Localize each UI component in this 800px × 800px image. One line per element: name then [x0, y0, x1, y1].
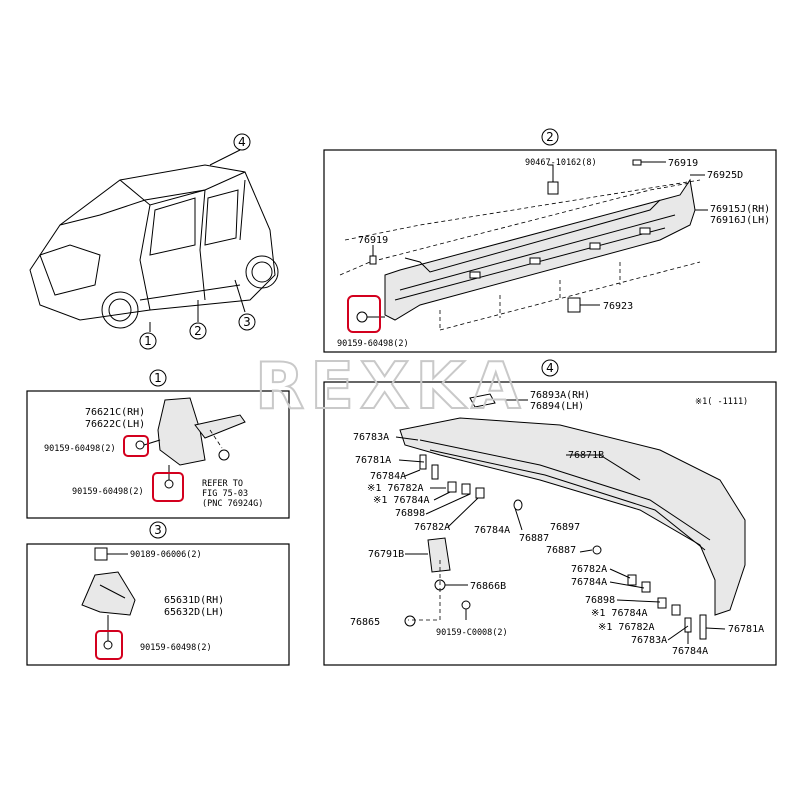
label-76783a-top: 76783A — [353, 432, 389, 443]
label-76919-left: 76919 — [358, 235, 388, 246]
watermark: REXKA — [255, 350, 526, 424]
label-76893a: 76893A(RH) — [530, 390, 590, 401]
svg-text:4: 4 — [238, 135, 246, 149]
callout-2-vehicle[interactable]: 2 — [189, 322, 207, 340]
highlight-screw-p1a — [123, 435, 149, 457]
highlight-screw-p1b — [152, 472, 184, 502]
label-90159-p3: 90159-60498(2) — [140, 643, 212, 653]
rear-spoiler — [399, 417, 746, 616]
label-76791b: 76791B — [368, 549, 404, 560]
label-76782a-note2: ※1 76782A — [598, 622, 655, 633]
screw-90159-p1a — [135, 439, 161, 450]
label-76781a-left: 76781A — [355, 455, 391, 466]
label-76866b: 76866B — [470, 581, 506, 592]
leaders-panel4 — [395, 399, 726, 644]
label-76887-a: 76887 — [519, 533, 549, 544]
callout-1-panel[interactable]: 1 — [149, 369, 167, 387]
label-90467-10162: 90467-10162(8) — [525, 158, 597, 168]
label-76784a-note1: ※1 76784A — [373, 495, 430, 506]
label-76784a-note2: ※1 76784A — [591, 608, 648, 619]
svg-text:4: 4 — [546, 361, 554, 375]
label-90159-panel2: 90159-60498(2) — [337, 339, 409, 349]
label-76784a-2: 76784A — [474, 525, 510, 536]
label-76887-b: 76887 — [546, 545, 576, 556]
label-90159-p1b: 90159-60498(2) — [72, 487, 144, 497]
refer-text-line2: FIG 75-03 — [202, 489, 248, 499]
label-76925d: 76925D — [707, 170, 743, 181]
label-76898-right: 76898 — [585, 595, 615, 606]
label-76784a-1: 76784A — [370, 471, 406, 482]
callout-3-vehicle[interactable]: 3 — [238, 313, 256, 331]
note-1111: ※1( -1111) — [695, 397, 748, 407]
pad-76887-a — [513, 499, 523, 511]
label-76897: 76897 — [550, 522, 580, 533]
label-76783a-bottom: 76783A — [631, 635, 667, 646]
highlight-screw-p3 — [95, 630, 123, 660]
svg-text:2: 2 — [194, 324, 202, 338]
label-65631d: 65631D(RH) — [164, 595, 224, 606]
callout-4-top[interactable]: 4 — [233, 133, 251, 151]
screw-90159-p3 — [103, 615, 113, 650]
label-76782a-note1: ※1 76782A — [367, 483, 424, 494]
callout-4-panel[interactable]: 4 — [541, 359, 559, 377]
svg-text:1: 1 — [144, 334, 152, 348]
label-76865: 76865 — [350, 617, 380, 628]
svg-text:2: 2 — [546, 130, 554, 144]
label-90189-06006: 90189-06006(2) — [130, 550, 202, 560]
label-76621c: 76621C(RH) — [85, 407, 145, 418]
pad-76887-b — [592, 545, 602, 555]
refer-text-line3: (PNC 76924G) — [202, 499, 263, 509]
leader-90467 — [548, 164, 554, 172]
label-76784a-right: 76784A — [571, 577, 607, 588]
svg-text:3: 3 — [154, 523, 162, 537]
highlight-screw-panel2 — [347, 295, 381, 333]
bracket-76791b — [427, 537, 451, 573]
callout-3-panel[interactable]: 3 — [149, 521, 167, 539]
screw-90159-c0008 — [461, 600, 471, 620]
clip-76865 — [404, 615, 416, 627]
label-76781a-right: 76781A — [728, 624, 764, 635]
label-76916j: 76916J(LH) — [710, 215, 770, 226]
screw-90159-panel2 — [356, 311, 385, 323]
clip-refer-75-03 — [218, 449, 230, 461]
label-76915j: 76915J(RH) — [710, 204, 770, 215]
clip-90189 — [94, 547, 128, 561]
label-65632d: 65632D(LH) — [164, 607, 224, 618]
vehicle-illustration — [29, 149, 279, 332]
refer-text-line1: REFER TO — [202, 479, 243, 489]
label-76923: 76923 — [603, 301, 633, 312]
label-76919-top: 76919 — [668, 158, 698, 169]
label-90159-p1a: 90159-60498(2) — [44, 444, 116, 454]
label-76784a-bottom: 76784A — [672, 646, 708, 657]
label-90159-c0008: 90159-C0008(2) — [436, 628, 508, 638]
label-76898-left: 76898 — [395, 508, 425, 519]
label-76622c: 76622C(LH) — [85, 419, 145, 430]
bracket-65631d — [81, 571, 136, 616]
clip-76919-left — [369, 255, 377, 265]
clip-76919-right — [632, 159, 642, 166]
callout-1-vehicle[interactable]: 1 — [139, 332, 157, 350]
svg-text:1: 1 — [154, 371, 162, 385]
clip-90467 — [547, 172, 559, 195]
clip-76923 — [567, 297, 600, 313]
rocker-panel-moulding — [339, 178, 701, 331]
label-76782a-right: 76782A — [571, 564, 607, 575]
panel-3-frame — [26, 543, 290, 666]
callout-2-panel[interactable]: 2 — [541, 128, 559, 146]
panel-1-frame — [26, 390, 290, 519]
dash-assembly — [408, 560, 441, 621]
label-76782a-left: 76782A — [414, 522, 450, 533]
mudguard-part — [157, 397, 246, 466]
label-76894: 76894(LH) — [530, 401, 584, 412]
svg-text:3: 3 — [243, 315, 251, 329]
part-76893a — [469, 393, 496, 408]
